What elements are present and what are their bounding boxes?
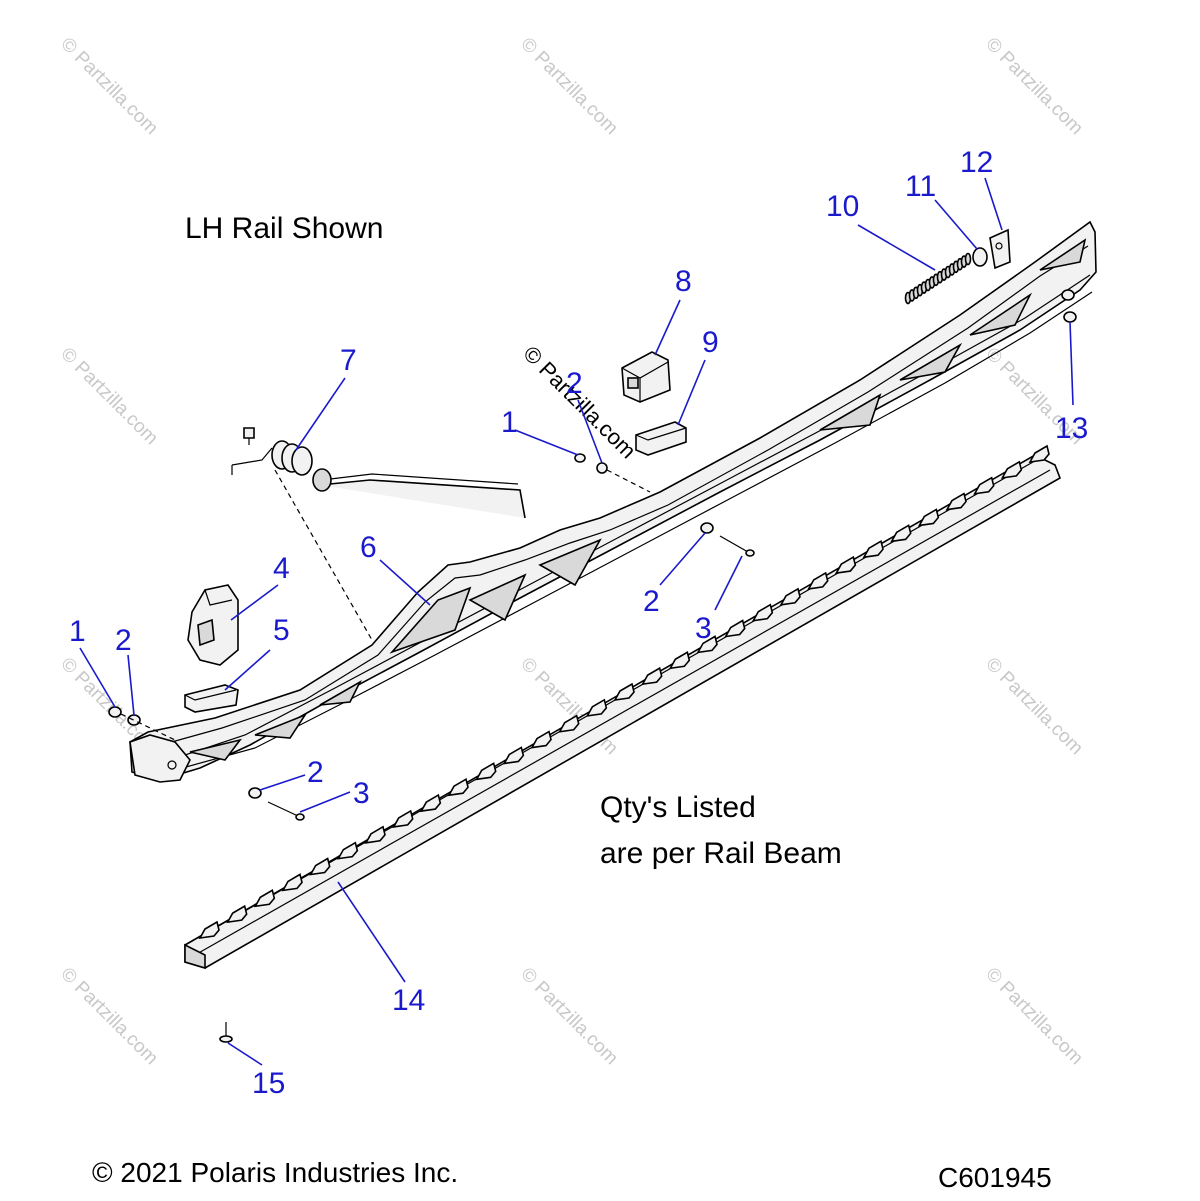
wear-strip-tooth <box>447 777 469 797</box>
watermark: © Partzilla.com <box>516 34 621 139</box>
callout-2-mid: 2 <box>643 585 660 618</box>
plug-13 <box>1061 289 1077 323</box>
callout-2-low: 2 <box>307 756 324 789</box>
wear-strip-tooth <box>530 730 552 749</box>
wear-strip-tooth <box>392 809 414 828</box>
wear-strip-tooth <box>613 682 635 702</box>
qty-note-line2: are per Rail Beam <box>600 837 842 870</box>
callout-3-low: 3 <box>353 777 370 810</box>
wear-strip-tooth <box>668 651 691 670</box>
wear-strip-tooth <box>309 857 331 876</box>
callout-8: 8 <box>675 265 692 298</box>
callout-10: 10 <box>826 190 859 223</box>
wear-strip-tooth <box>724 619 746 638</box>
wear-strip-tooth <box>198 920 220 940</box>
bolt-3-low <box>267 801 299 817</box>
stop-block-9 <box>635 421 687 456</box>
wear-strip-tooth <box>226 904 248 924</box>
wear-strip-tooth <box>475 762 497 781</box>
callout-6: 6 <box>360 531 377 564</box>
torsion-rod <box>231 427 526 519</box>
wear-strip <box>184 444 1061 970</box>
wear-strip-tooth <box>1000 460 1023 479</box>
qty-note: Qty's Listed are per Rail Beam <box>600 785 842 877</box>
callout-numbers: 1 1 2 2 2 2 3 3 4 5 6 7 8 9 10 11 12 13 … <box>69 146 1088 1100</box>
fasteners <box>108 453 755 1043</box>
callout-4: 4 <box>273 552 290 585</box>
wear-strip-tooth <box>1028 444 1050 464</box>
watermark: © Partzilla.com <box>56 34 161 139</box>
wear-strip-tooth <box>834 555 857 575</box>
watermark: © Partzilla.com <box>981 34 1086 139</box>
stop-block-5 <box>184 684 239 713</box>
callout-7: 7 <box>340 344 357 377</box>
wear-strip-tooth <box>751 603 774 622</box>
spring-10 <box>904 252 972 305</box>
diagram-code: C601945 <box>938 1162 1052 1193</box>
callout-2-top: 2 <box>566 367 583 400</box>
callout-12: 12 <box>960 146 993 179</box>
washer-2-mid <box>700 522 714 534</box>
bolt-3-mid <box>719 535 749 553</box>
wear-strip-tooth <box>807 571 829 590</box>
watermark-center: © Partzilla.com <box>518 341 641 464</box>
washer-2-front <box>127 714 141 726</box>
wear-strip-tooth <box>502 746 525 765</box>
block-8 <box>621 351 671 403</box>
leader-lines <box>79 177 1074 1066</box>
callout-5: 5 <box>273 614 290 647</box>
wear-strip-tooth <box>558 714 580 733</box>
wear-strip-tooth <box>917 508 940 527</box>
callout-2-front: 2 <box>115 624 132 657</box>
wear-strip-tooth <box>945 492 967 511</box>
washer-2-top <box>596 462 608 474</box>
callout-9: 9 <box>702 326 719 359</box>
wear-strip-tooth <box>336 841 359 860</box>
qty-note-line1: Qty's Listed <box>600 791 756 824</box>
wear-strip-tooth <box>281 873 303 892</box>
bumper-block <box>187 584 239 666</box>
callout-15: 15 <box>252 1067 285 1100</box>
wear-strip-tooth <box>779 587 801 606</box>
watermark: © Partzilla.com <box>516 964 621 1069</box>
watermark: © Partzilla.com <box>56 344 161 449</box>
wear-strip-tooth <box>419 793 442 813</box>
washer-2-low <box>248 787 262 799</box>
wear-strip-tooth <box>862 539 884 559</box>
callout-11: 11 <box>905 170 936 203</box>
wear-strip-tooth <box>253 889 276 908</box>
wear-strip-tooth <box>364 825 386 844</box>
wear-strip-tooth <box>696 635 718 654</box>
nut-11 <box>972 247 988 267</box>
copyright-footer: © 2021 Polaris Industries Inc. <box>92 1157 459 1188</box>
watermark: © Partzilla.com <box>981 654 1086 759</box>
nut-1-front <box>108 706 122 718</box>
callout-3-mid: 3 <box>695 612 712 645</box>
callout-14: 14 <box>392 984 425 1017</box>
callout-1-front: 1 <box>69 615 86 648</box>
watermark: © Partzilla.com <box>56 964 161 1069</box>
rail-shown-note: LH Rail Shown <box>185 212 384 245</box>
bracket-12 <box>989 228 1011 270</box>
wear-strip-tooth <box>890 524 912 543</box>
callout-13: 13 <box>1055 412 1088 445</box>
rail-beam <box>129 220 1097 783</box>
wear-strip-tooth <box>641 666 663 686</box>
assembly-line-spring <box>274 469 373 641</box>
wear-strip-tooth <box>585 698 608 717</box>
spring-coil <box>964 252 972 266</box>
callout-1-top: 1 <box>501 406 518 439</box>
watermark: © Partzilla.com <box>981 964 1086 1069</box>
nut-1-top <box>574 453 586 463</box>
wear-strip-tooth <box>973 476 995 495</box>
wear-strip-teeth <box>198 444 1050 940</box>
